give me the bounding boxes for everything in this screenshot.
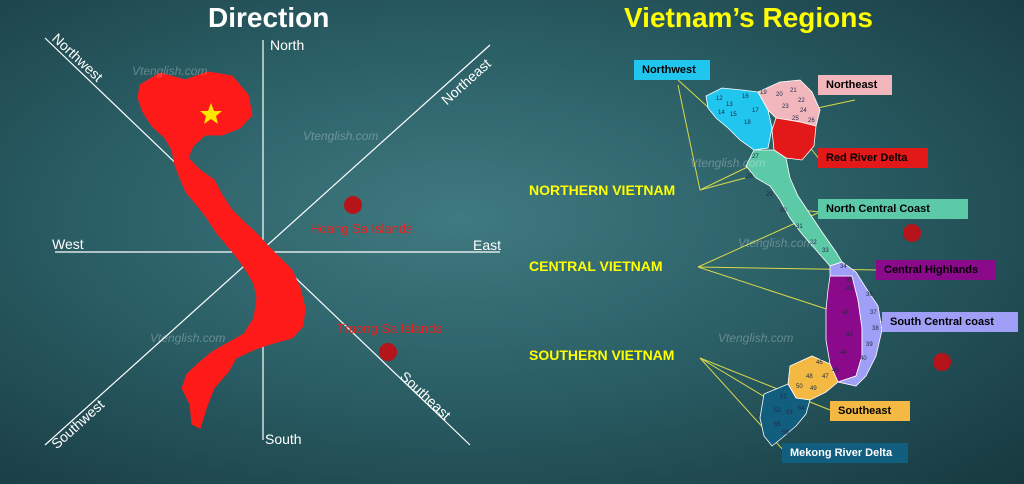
province-number: 13 — [726, 102, 733, 108]
south-label: South — [265, 431, 302, 447]
province-number: 55 — [774, 422, 781, 428]
province-number: 27 — [752, 154, 759, 160]
province-number: 48 — [806, 374, 813, 380]
direction-title: Direction — [208, 2, 330, 33]
region-label-south-central-coast: South Central coast — [882, 312, 1018, 332]
province-number: 23 — [782, 104, 789, 110]
province-number: 29 — [766, 192, 773, 198]
truong-sa-dot — [379, 343, 397, 361]
hoang-sa-dot — [344, 196, 362, 214]
west-label: West — [52, 236, 84, 252]
province-number: 46 — [816, 360, 823, 366]
province-number: 17 — [752, 108, 759, 114]
region-label-mekong-river-delta: Mekong River Delta — [782, 443, 908, 463]
province-number: 21 — [790, 88, 797, 94]
region-red-river-delta — [771, 117, 817, 161]
province-number: 33 — [822, 248, 829, 254]
province-number: 45 — [832, 368, 839, 374]
province-number: 28 — [746, 174, 753, 180]
province-number: 22 — [798, 98, 805, 104]
region-label-central-highlands: Central Highlands — [876, 260, 996, 280]
right-truong-sa-dot — [933, 353, 951, 371]
province-number: 40 — [860, 356, 867, 362]
region-mekong-river-delta — [759, 383, 811, 447]
region-label-northeast: Northeast — [818, 75, 892, 95]
province-number: 53 — [786, 410, 793, 416]
province-number: 39 — [866, 342, 873, 348]
province-number: 35 — [846, 278, 853, 284]
province-number: 56 — [782, 430, 789, 436]
province-number: 44 — [840, 350, 847, 356]
province-number: 41 — [846, 286, 853, 292]
watermark-2: Vtenglish.com — [303, 129, 379, 143]
province-number: 51 — [780, 394, 787, 400]
central-vietnam-label: CENTRAL VIETNAM — [529, 258, 663, 274]
province-number: 42 — [842, 310, 849, 316]
province-number: 36 — [866, 292, 873, 298]
region-label-southeast: Southeast — [830, 401, 910, 421]
province-number: 26 — [808, 118, 815, 124]
province-number: 19 — [760, 90, 767, 96]
north-label: North — [270, 37, 305, 53]
region-label-northwest: Northwest — [634, 60, 710, 80]
province-number: 31 — [796, 224, 803, 230]
star-icon — [200, 103, 222, 124]
southern-vietnam-label: SOUTHERN VIETNAM — [529, 347, 675, 363]
province-number: 37 — [870, 310, 877, 316]
region-south-central-coast — [829, 261, 883, 387]
vietnam-silhouette — [137, 71, 306, 429]
regions-title: Vietnam’s Regions — [624, 2, 873, 33]
hoang-sa-label: Hoang Sa Islands — [310, 221, 413, 236]
watermark-5: Vtenglish.com — [738, 236, 814, 250]
region-northwest — [705, 87, 773, 151]
province-number: 25 — [792, 116, 799, 122]
right-hoang-sa-dot — [903, 224, 921, 242]
truong-sa-label: Truong Sa Islands — [337, 321, 443, 336]
watermark-6: Vtenglish.com — [718, 331, 794, 345]
east-label: East — [473, 237, 502, 253]
northern-vietnam-label: NORTHERN VIETNAM — [529, 182, 676, 198]
province-number: 18 — [744, 120, 751, 126]
province-number: 49 — [810, 386, 817, 392]
watermark-1: Vtenglish.com — [132, 64, 208, 78]
watermark-4: Vtenglish.com — [690, 156, 766, 170]
province-number: 24 — [800, 108, 807, 114]
province-number: 32 — [810, 240, 817, 246]
province-number: 20 — [776, 92, 783, 98]
province-number: 16 — [742, 94, 749, 100]
watermark-3: Vtenglish.com — [150, 331, 226, 345]
region-label-north-central-coast: North Central Coast — [818, 199, 968, 219]
province-number: 38 — [872, 326, 879, 332]
region-label-red-river-delta: Red River Delta — [818, 148, 928, 168]
province-number: 15 — [730, 112, 737, 118]
province-number: 34 — [840, 264, 847, 270]
province-number: 52 — [774, 408, 781, 414]
province-number: 47 — [822, 374, 829, 380]
province-number: 14 — [718, 110, 725, 116]
province-number: 12 — [716, 96, 723, 102]
province-number: 50 — [796, 384, 803, 390]
province-number: 43 — [846, 332, 853, 338]
province-number: 30 — [780, 208, 787, 214]
province-number: 54 — [798, 406, 805, 412]
